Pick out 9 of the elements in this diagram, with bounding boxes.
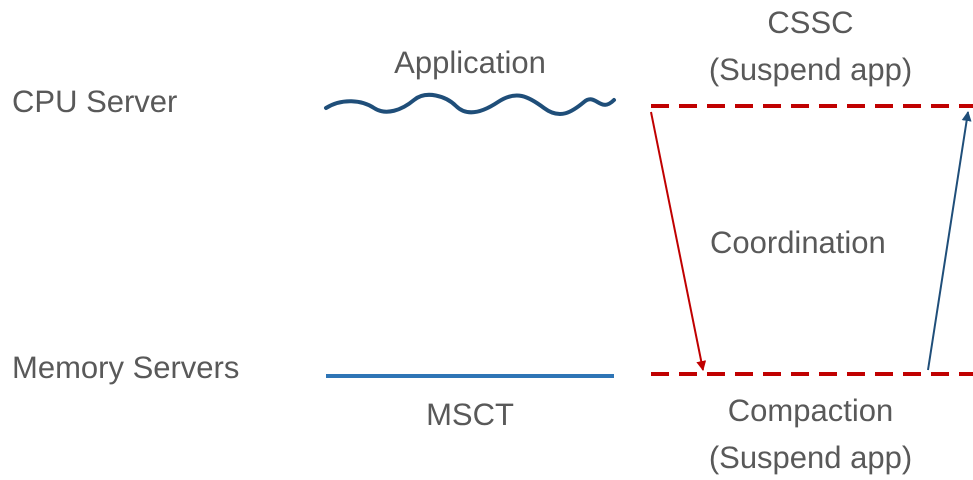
arrow [927,111,972,370]
arrow [650,112,706,371]
line-label: MSCT [425,396,515,434]
row-label: Memory Servers [12,350,240,386]
row-label: CPU Server [12,84,178,120]
line-label: Application [393,44,547,82]
line-label: CSSC (Suspend app) [708,4,913,88]
note-text: Coordination [710,225,886,261]
line-label: Compaction (Suspend app) [708,392,914,476]
